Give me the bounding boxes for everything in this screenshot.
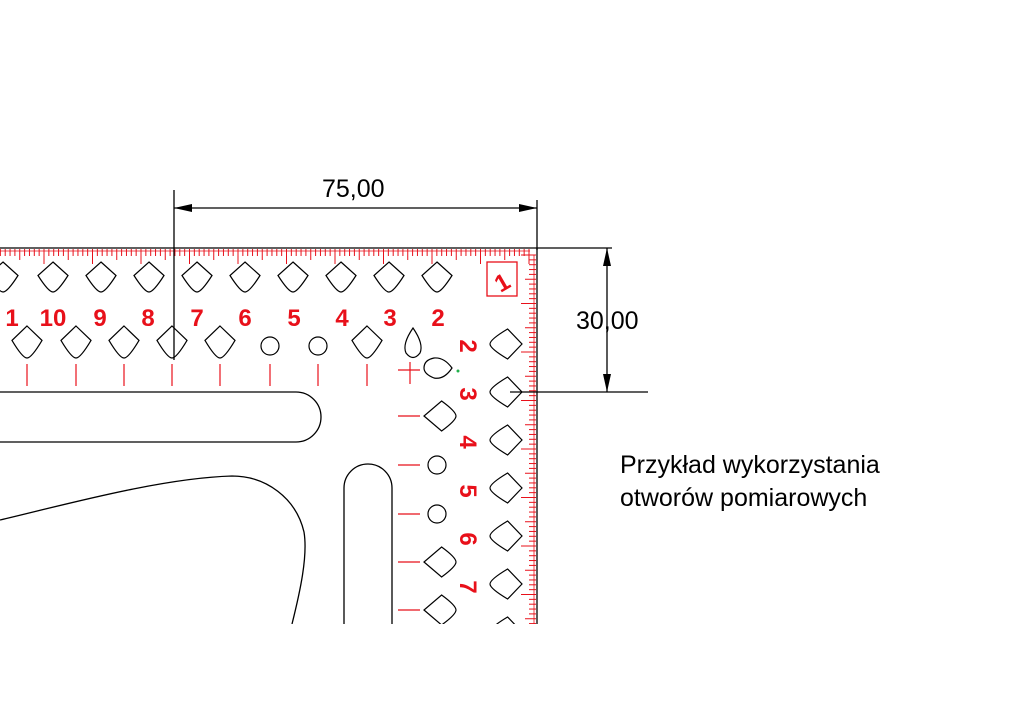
measuring-hole (489, 424, 523, 456)
side-label: 5 (454, 484, 481, 497)
vertical-slot (343, 463, 393, 624)
measuring-hole (85, 261, 117, 293)
reference-point (456, 369, 460, 373)
right-scale-ticks (521, 254, 536, 624)
top-hole-row-lower (11, 325, 422, 359)
measuring-hole (325, 261, 357, 293)
dimension-vertical-value: 30,00 (576, 307, 639, 335)
top-label: 9 (93, 305, 106, 332)
measuring-hole (489, 472, 523, 504)
annotation-note: Przykład wykorzystania otworów pomiarowy… (620, 449, 880, 515)
measuring-hole (423, 400, 457, 432)
top-label: 5 (287, 305, 300, 332)
measuring-hole (423, 546, 457, 578)
dimension-horizontal (173, 190, 538, 360)
top-label: 8 (141, 305, 154, 332)
top-label: 1 (5, 305, 18, 332)
measuring-hole-round (427, 504, 447, 524)
dimension-horizontal-value: 75,00 (322, 175, 385, 203)
measuring-hole (37, 261, 69, 293)
top-number-labels: 1 10 9 8 7 6 5 4 3 2 (5, 305, 444, 332)
side-label: 4 (454, 435, 481, 449)
right-hole-column (489, 328, 523, 624)
measuring-hole (489, 568, 523, 600)
measuring-hole (229, 261, 261, 293)
measuring-hole (351, 325, 383, 359)
measuring-hole (489, 520, 523, 552)
horizontal-slot (0, 391, 322, 443)
measuring-hole (423, 594, 457, 624)
measuring-hole (156, 325, 188, 359)
dimension-vertical (510, 247, 648, 393)
top-scale-ticks (0, 249, 530, 264)
annotation-line-1: Przykład wykorzystania (620, 451, 880, 479)
annotation-line-2: otworów pomiarowych (620, 484, 868, 512)
top-label: 10 (40, 305, 67, 332)
side-label: 2 (454, 339, 481, 352)
measuring-hole (495, 616, 516, 624)
top-label: 7 (190, 305, 203, 332)
measuring-hole (373, 261, 405, 293)
measuring-hole-round (308, 336, 328, 356)
measuring-hole (108, 325, 140, 359)
measuring-hole-drop (404, 326, 422, 359)
measuring-hole (277, 261, 309, 293)
curved-cutout (0, 475, 306, 624)
measuring-hole (204, 325, 236, 359)
inner-hole-column (423, 357, 457, 624)
top-marker-lines (26, 362, 420, 386)
measuring-hole (60, 325, 92, 359)
top-label: 4 (335, 305, 349, 332)
measuring-hole (489, 376, 523, 408)
measuring-hole-drop (423, 357, 453, 379)
measuring-hole (0, 261, 19, 293)
side-label: 3 (454, 387, 481, 400)
corner-label: 1 (490, 268, 515, 298)
top-label: 3 (383, 305, 396, 332)
measuring-hole-round (260, 336, 280, 356)
side-marker-lines (398, 415, 420, 611)
measuring-hole-round (427, 455, 447, 475)
measuring-hole (489, 328, 523, 360)
side-label: 6 (454, 532, 481, 545)
top-label: 6 (238, 305, 251, 332)
corner-label-box (486, 261, 518, 297)
measuring-hole (421, 261, 453, 293)
measuring-hole (11, 325, 43, 359)
top-hole-row-upper (0, 261, 453, 293)
side-number-labels: 2 3 4 5 6 7 (454, 339, 481, 593)
measuring-hole (181, 261, 213, 293)
side-label: 7 (454, 580, 481, 593)
top-label: 2 (431, 305, 444, 332)
measuring-hole (133, 261, 165, 293)
